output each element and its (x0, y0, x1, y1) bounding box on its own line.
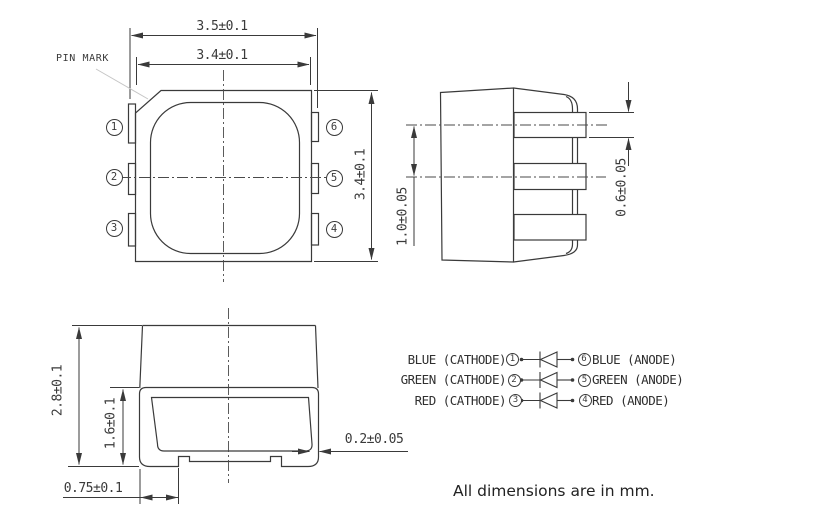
dim-inner-height: 1.6±0.1 (103, 397, 119, 450)
diode-icon (519, 351, 575, 368)
top-view-dimensions (129, 28, 378, 262)
circuit-row-label: GREEN (ANODE) (592, 372, 684, 387)
front-view-outline (138, 324, 320, 468)
circuit-pin-3: 3 (509, 394, 522, 407)
circuit-pin-1: 1 (506, 353, 519, 366)
circuit-diagram-lines (519, 351, 575, 409)
dim-body-height: 3.4±0.1 (353, 148, 369, 201)
pin-number-5: 5 (325, 169, 343, 187)
circuit-row-label: BLUE (ANODE) (592, 351, 677, 367)
front-view-dimensions (63, 325, 408, 504)
dim-overall-width: 3.5±0.1 (196, 19, 248, 34)
circuit-pin-5: 5 (578, 373, 591, 387)
dim-body-width: 3.4±0.1 (196, 48, 248, 63)
top-view-centerlines (120, 70, 331, 282)
diode-icon (519, 371, 575, 389)
pin-mark-label: PIN MARK (56, 53, 109, 64)
diode-icon (519, 392, 575, 409)
side-view-outline (439, 87, 587, 263)
pin-mark-leader-line (95, 68, 149, 100)
dim-total-height: 2.8±0.1 (50, 364, 66, 417)
pin-number-2: 2 (105, 169, 123, 186)
units-note: All dimensions are in mm. (453, 482, 655, 500)
circuit-pin-4: 4 (578, 394, 592, 407)
circuit-row-label: BLUE (CATHODE) (407, 351, 507, 367)
dim-foot-width: 0.75±0.1 (63, 481, 123, 496)
circuit-pin-6: 6 (577, 353, 591, 366)
side-view-dimensions (411, 82, 634, 246)
pin-number-1: 1 (105, 118, 123, 136)
dim-lead-thickness: 0.2±0.05 (344, 432, 404, 447)
side-view-centerlines (406, 124, 608, 178)
dim-lead-width: 0.6±0.05 (614, 158, 630, 217)
circuit-row-label: GREEN (CATHODE) (400, 372, 507, 387)
circuit-pin-2: 2 (507, 373, 521, 387)
dim-lead-pitch: 1.0±0.05 (395, 187, 411, 246)
pin-number-4: 4 (325, 221, 343, 238)
pin-number-6: 6 (325, 118, 343, 136)
circuit-row-label: RED (CATHODE) (414, 392, 507, 408)
pin-number-3: 3 (105, 219, 123, 237)
circuit-row-label: RED (ANODE) (592, 392, 670, 408)
